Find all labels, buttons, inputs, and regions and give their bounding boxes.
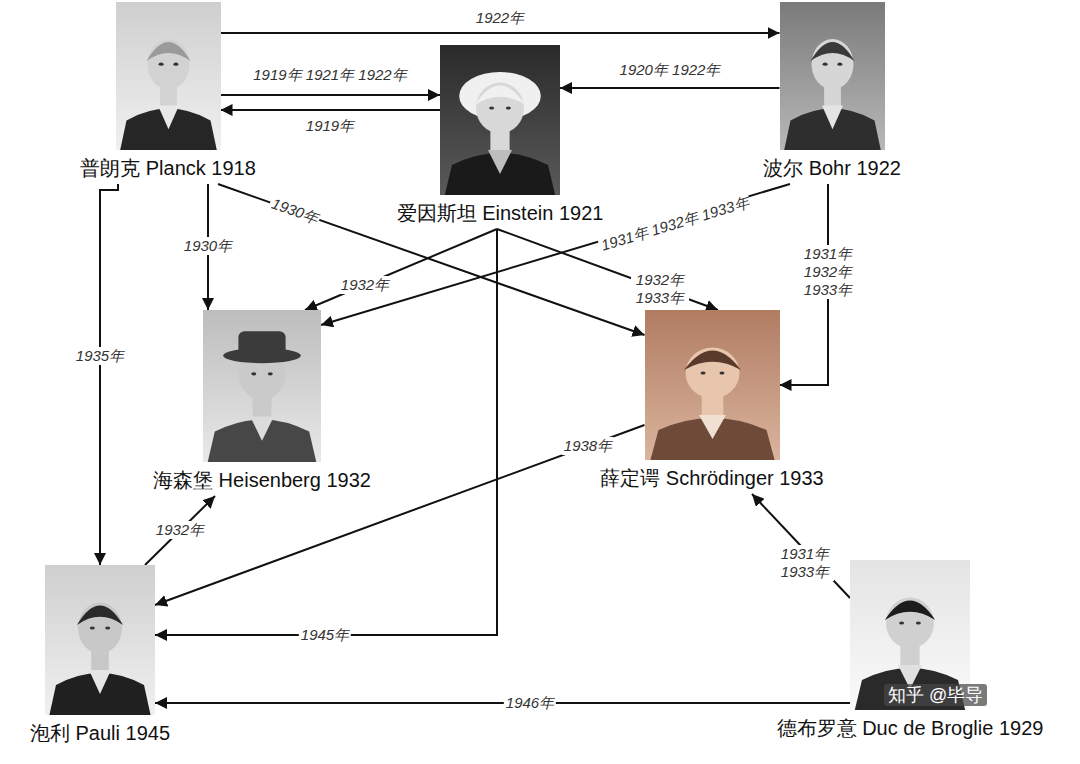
portrait-node: 爱因斯坦 Einstein 1921 [440, 45, 560, 229]
photo-ground [116, 2, 221, 150]
portrait-photo [645, 310, 780, 460]
year-label: 1938年 [562, 437, 614, 455]
nomination-arrow [321, 184, 790, 325]
photo-ground [440, 45, 560, 195]
eye-shape [700, 371, 705, 374]
portrait-node: 海森堡 Heisenberg 1932 [203, 310, 321, 496]
photo-ground [203, 310, 321, 462]
person-caption: 爱因斯坦 Einstein 1921 [397, 201, 604, 225]
portrait-photo [116, 2, 221, 150]
person-caption: 泡利 Pauli 1945 [30, 721, 170, 745]
hair-shape [475, 86, 525, 106]
collar-shape [89, 670, 111, 694]
year-label: 1931年 1932年 1933年 [799, 245, 857, 299]
nomination-arrow [155, 702, 850, 704]
eye-shape [489, 106, 494, 109]
year-label: 1919年 1921年 1922年 [251, 66, 408, 84]
person-caption: 波尔 Bohr 1922 [763, 156, 901, 180]
nomination-arrow [155, 229, 497, 635]
portrait-node: 普朗克 Planck 1918 [116, 2, 221, 184]
collar-shape [488, 150, 512, 174]
watermark: 知乎 @毕导 [884, 684, 987, 706]
nomination-arrow [221, 94, 441, 96]
nomination-arrow [145, 496, 215, 565]
person-caption: 普朗克 Planck 1918 [80, 156, 256, 180]
eye-shape [837, 63, 842, 66]
photo-ground [45, 565, 155, 715]
eye-shape [506, 106, 511, 109]
portrait-photo [203, 310, 321, 462]
nomination-arrow [221, 109, 441, 111]
eye-shape [719, 371, 724, 374]
portrait-photo [45, 565, 155, 715]
year-label: 1931年 1932年 1933年 [597, 193, 753, 255]
year-label: 1931年 1933年 [776, 545, 834, 581]
nomination-arrow [560, 87, 780, 89]
eye-shape [916, 621, 921, 624]
nomination-arrow [305, 229, 497, 310]
portrait-node: 泡利 Pauli 1945 [45, 565, 155, 749]
year-label: 1930年 [182, 237, 234, 255]
hat-crown [238, 331, 285, 355]
person-caption: 薛定谔 Schrödinger 1933 [600, 466, 823, 490]
year-label: 1920年 1922年 [618, 61, 723, 79]
collar-shape [699, 415, 726, 439]
year-label: 1946年 [504, 694, 556, 712]
year-label: 1932年 [339, 276, 391, 294]
hair-shape [885, 601, 935, 621]
portrait-node: 德布罗意 Duc de Broglie 1929 [850, 560, 970, 744]
portrait-node: 波尔 Bohr 1922 [780, 2, 885, 184]
eye-shape [158, 63, 163, 66]
connector-group [100, 33, 850, 703]
nomination-arrow [100, 184, 118, 565]
person-caption: 海森堡 Heisenberg 1932 [153, 468, 371, 492]
hair-shape [77, 606, 123, 626]
collar-shape [250, 416, 274, 440]
hair-shape [684, 351, 741, 371]
eye-shape [105, 626, 110, 629]
year-label: 1922年 [474, 9, 526, 27]
portrait-node: 薛定谔 Schrödinger 1933 [645, 310, 780, 494]
portrait-photo [780, 2, 885, 150]
year-label: 1935年 [74, 347, 126, 365]
person-caption: 德布罗意 Duc de Broglie 1929 [777, 716, 1044, 740]
photo-ground [645, 310, 780, 460]
portrait-photo [440, 45, 560, 195]
eye-shape [173, 63, 178, 66]
collar-shape [822, 106, 843, 130]
eye-shape [90, 626, 95, 629]
collar-shape [158, 106, 179, 130]
year-label: 1932年 1933年 [631, 271, 689, 307]
eye-shape [822, 63, 827, 66]
nomination-arrow [752, 494, 850, 598]
year-label: 1919年 [304, 117, 356, 135]
photo-ground [780, 2, 885, 150]
year-label: 1932年 [154, 521, 206, 539]
year-label: 1930年 [267, 194, 322, 228]
eye-shape [899, 621, 904, 624]
hair-shape [810, 42, 854, 61]
hair-shape [146, 42, 190, 61]
eye-shape [268, 372, 273, 375]
year-label: 1945年 [299, 626, 351, 644]
eye-shape [251, 372, 256, 375]
nomination-arrow [221, 32, 780, 34]
